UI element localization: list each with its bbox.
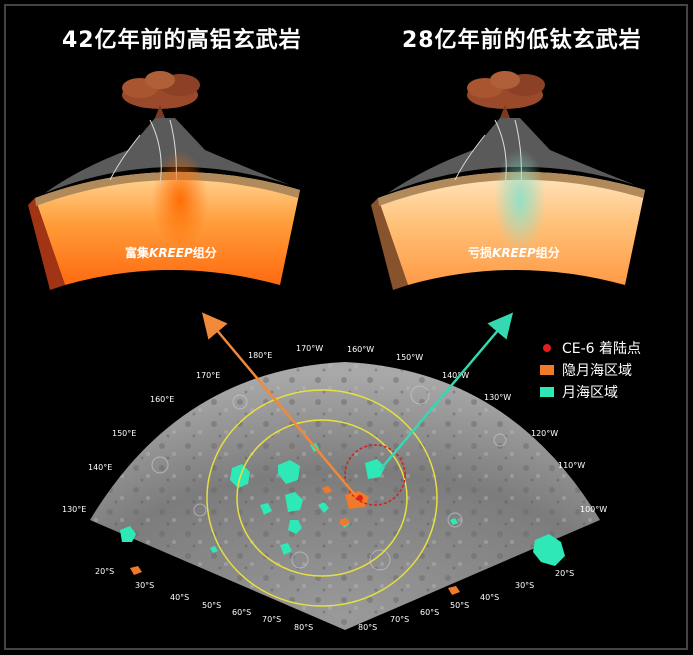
legend: CE-6 着陆点 隐月海区域 月海区域 — [540, 338, 641, 404]
lat-label: 50°S — [450, 601, 469, 610]
legend-item-landing: CE-6 着陆点 — [540, 338, 641, 358]
mantle-section-right — [371, 71, 645, 290]
lat-label: 60°S — [420, 608, 439, 617]
lat-label: 80°S — [294, 623, 313, 632]
ellipse-outer — [206, 389, 438, 607]
lon-label: 170°W — [296, 344, 323, 353]
lon-label: 140°W — [442, 371, 469, 380]
legend-square-icon — [540, 365, 554, 375]
lat-label: 70°S — [390, 615, 409, 624]
latitude-labels: 20°S 30°S 40°S 50°S 60°S 70°S 80°S 80°S … — [95, 567, 574, 632]
lat-label: 30°S — [515, 581, 534, 590]
lon-label: 170°E — [196, 371, 220, 380]
lat-label: 20°S — [555, 569, 574, 578]
lon-label: 100°W — [580, 505, 607, 514]
mare-regions — [120, 443, 565, 566]
lon-label: 120°W — [531, 429, 558, 438]
lat-label: 60°S — [232, 608, 251, 617]
plume-right — [494, 148, 546, 252]
eruption-cloud-right — [467, 71, 545, 118]
landing-site-dot — [357, 495, 363, 501]
lon-label: 110°W — [558, 461, 585, 470]
legend-item-mare: 月海区域 — [540, 382, 641, 402]
lon-label: 150°W — [396, 353, 423, 362]
mantle-label-right: 亏损KREEP组分 — [468, 246, 560, 260]
legend-label: CE-6 着陆点 — [562, 341, 642, 357]
arrow-to-right — [379, 312, 514, 471]
lon-label: 160°W — [347, 345, 374, 354]
moon-map: 180°E 170°W 160°W 150°W 140°W 130°W 120°… — [62, 344, 607, 632]
lon-label: 150°E — [112, 429, 136, 438]
mantle-section-left — [28, 71, 300, 290]
legend-label: 隐月海区域 — [562, 363, 632, 379]
landing-site-circle — [344, 444, 406, 506]
title-right: 28亿年前的低钛玄武岩 — [402, 28, 642, 53]
lon-label: 180°E — [248, 351, 272, 360]
legend-dot-icon — [543, 344, 551, 352]
ellipse-inner — [236, 419, 408, 577]
lat-label: 30°S — [135, 581, 154, 590]
lat-label: 20°S — [95, 567, 114, 576]
lat-label: 40°S — [170, 593, 189, 602]
legend-item-cryptomare: 隐月海区域 — [540, 360, 641, 380]
mantle-label-left: 富集KREEP组分 — [125, 246, 217, 260]
lon-label: 140°E — [88, 463, 112, 472]
lon-label: 160°E — [150, 395, 174, 404]
lat-label: 50°S — [202, 601, 221, 610]
cryptomare-regions — [130, 486, 460, 595]
lon-label: 130°E — [62, 505, 86, 514]
arrow-to-left — [201, 312, 356, 496]
crust-layer-right — [378, 171, 645, 206]
lat-label: 40°S — [480, 593, 499, 602]
lon-label: 130°W — [484, 393, 511, 402]
lat-label: 80°S — [358, 623, 377, 632]
legend-square-icon — [540, 387, 554, 397]
crust-layer-left — [35, 171, 300, 206]
title-left: 42亿年前的高铝玄武岩 — [62, 28, 302, 53]
legend-label: 月海区域 — [562, 385, 618, 401]
longitude-labels: 180°E 170°W 160°W 150°W 140°W 130°W 120°… — [62, 344, 607, 514]
plume-left — [152, 150, 208, 250]
eruption-cloud-left — [122, 71, 200, 118]
lat-label: 70°S — [262, 615, 281, 624]
